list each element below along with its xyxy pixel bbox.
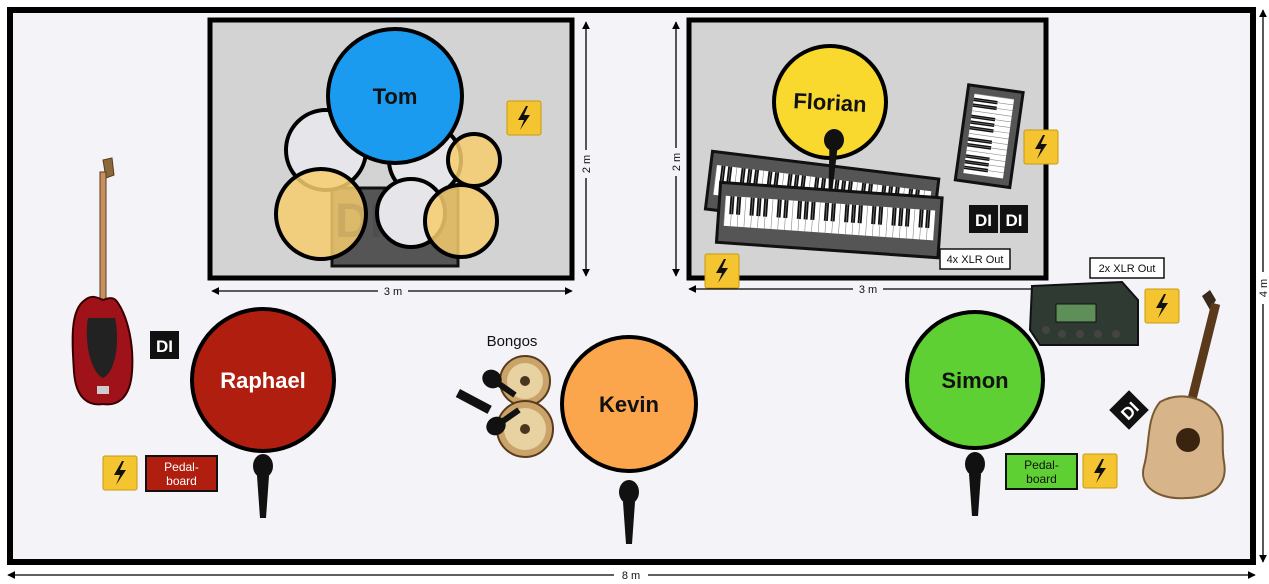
svg-text:Pedal-: Pedal- (1024, 458, 1059, 472)
di-box: DI (1000, 205, 1028, 233)
synth-keyboard (953, 83, 1025, 190)
bongos-label: Bongos (487, 333, 538, 350)
drum-kit: Tom DI (274, 27, 502, 268)
raphael-circle (190, 307, 336, 453)
xlr-out-keys: 4x XLR Out (939, 248, 1011, 270)
cymbal (274, 167, 368, 261)
riser-left-depth-label: 2 m (581, 155, 593, 173)
cymbal (446, 132, 502, 188)
raphael-name: Raphael (220, 368, 306, 393)
tom-name: Tom (373, 84, 418, 109)
stage-width-label: 8 m (622, 570, 640, 582)
svg-text:Pedal-: Pedal- (164, 460, 199, 474)
kevin-circle (560, 335, 698, 473)
stage-depth-label: 4 m (1258, 279, 1269, 297)
svg-text:board: board (166, 474, 197, 488)
riser-right-width-label: 3 m (859, 284, 877, 296)
power-icon (1082, 453, 1118, 489)
svg-text:4x XLR Out: 4x XLR Out (947, 254, 1004, 266)
svg-text:DI: DI (1006, 211, 1023, 230)
bongos-icon (455, 355, 554, 458)
simon-name: Simon (941, 368, 1008, 393)
power-icon (102, 455, 138, 491)
svg-text:DI: DI (975, 211, 992, 230)
cymbal (423, 183, 499, 259)
vocal-mic-florian (823, 129, 845, 191)
power-icon (1023, 129, 1059, 165)
bass-guitar-icon (71, 157, 134, 406)
acoustic-guitar-icon (1142, 290, 1226, 500)
power-icon (1144, 288, 1180, 324)
svg-text:board: board (1026, 472, 1057, 486)
simon-circle (905, 310, 1045, 450)
pedalboard-simon: Pedal- board (1005, 453, 1078, 490)
keyboard-stack (703, 149, 944, 260)
power-icon (506, 100, 542, 136)
power-icon (704, 253, 740, 289)
di-box: DI (969, 205, 998, 233)
di-box: DI (150, 331, 179, 359)
pedalboard-raphael: Pedal- board (145, 455, 218, 492)
kevin-name: Kevin (599, 392, 659, 417)
florian-name: Florian (793, 88, 868, 117)
drum-di-watermark: DI (335, 195, 383, 248)
riser-right-depth-label: 2 m (671, 153, 683, 171)
riser-left-width-label: 3 m (384, 286, 402, 298)
xlr-out-amp: 2x XLR Out (1089, 257, 1165, 279)
svg-text:2x XLR Out: 2x XLR Out (1099, 263, 1156, 275)
tom-circle (326, 27, 464, 165)
amp-modeler-icon (1028, 280, 1139, 346)
svg-text:DI: DI (156, 337, 173, 356)
